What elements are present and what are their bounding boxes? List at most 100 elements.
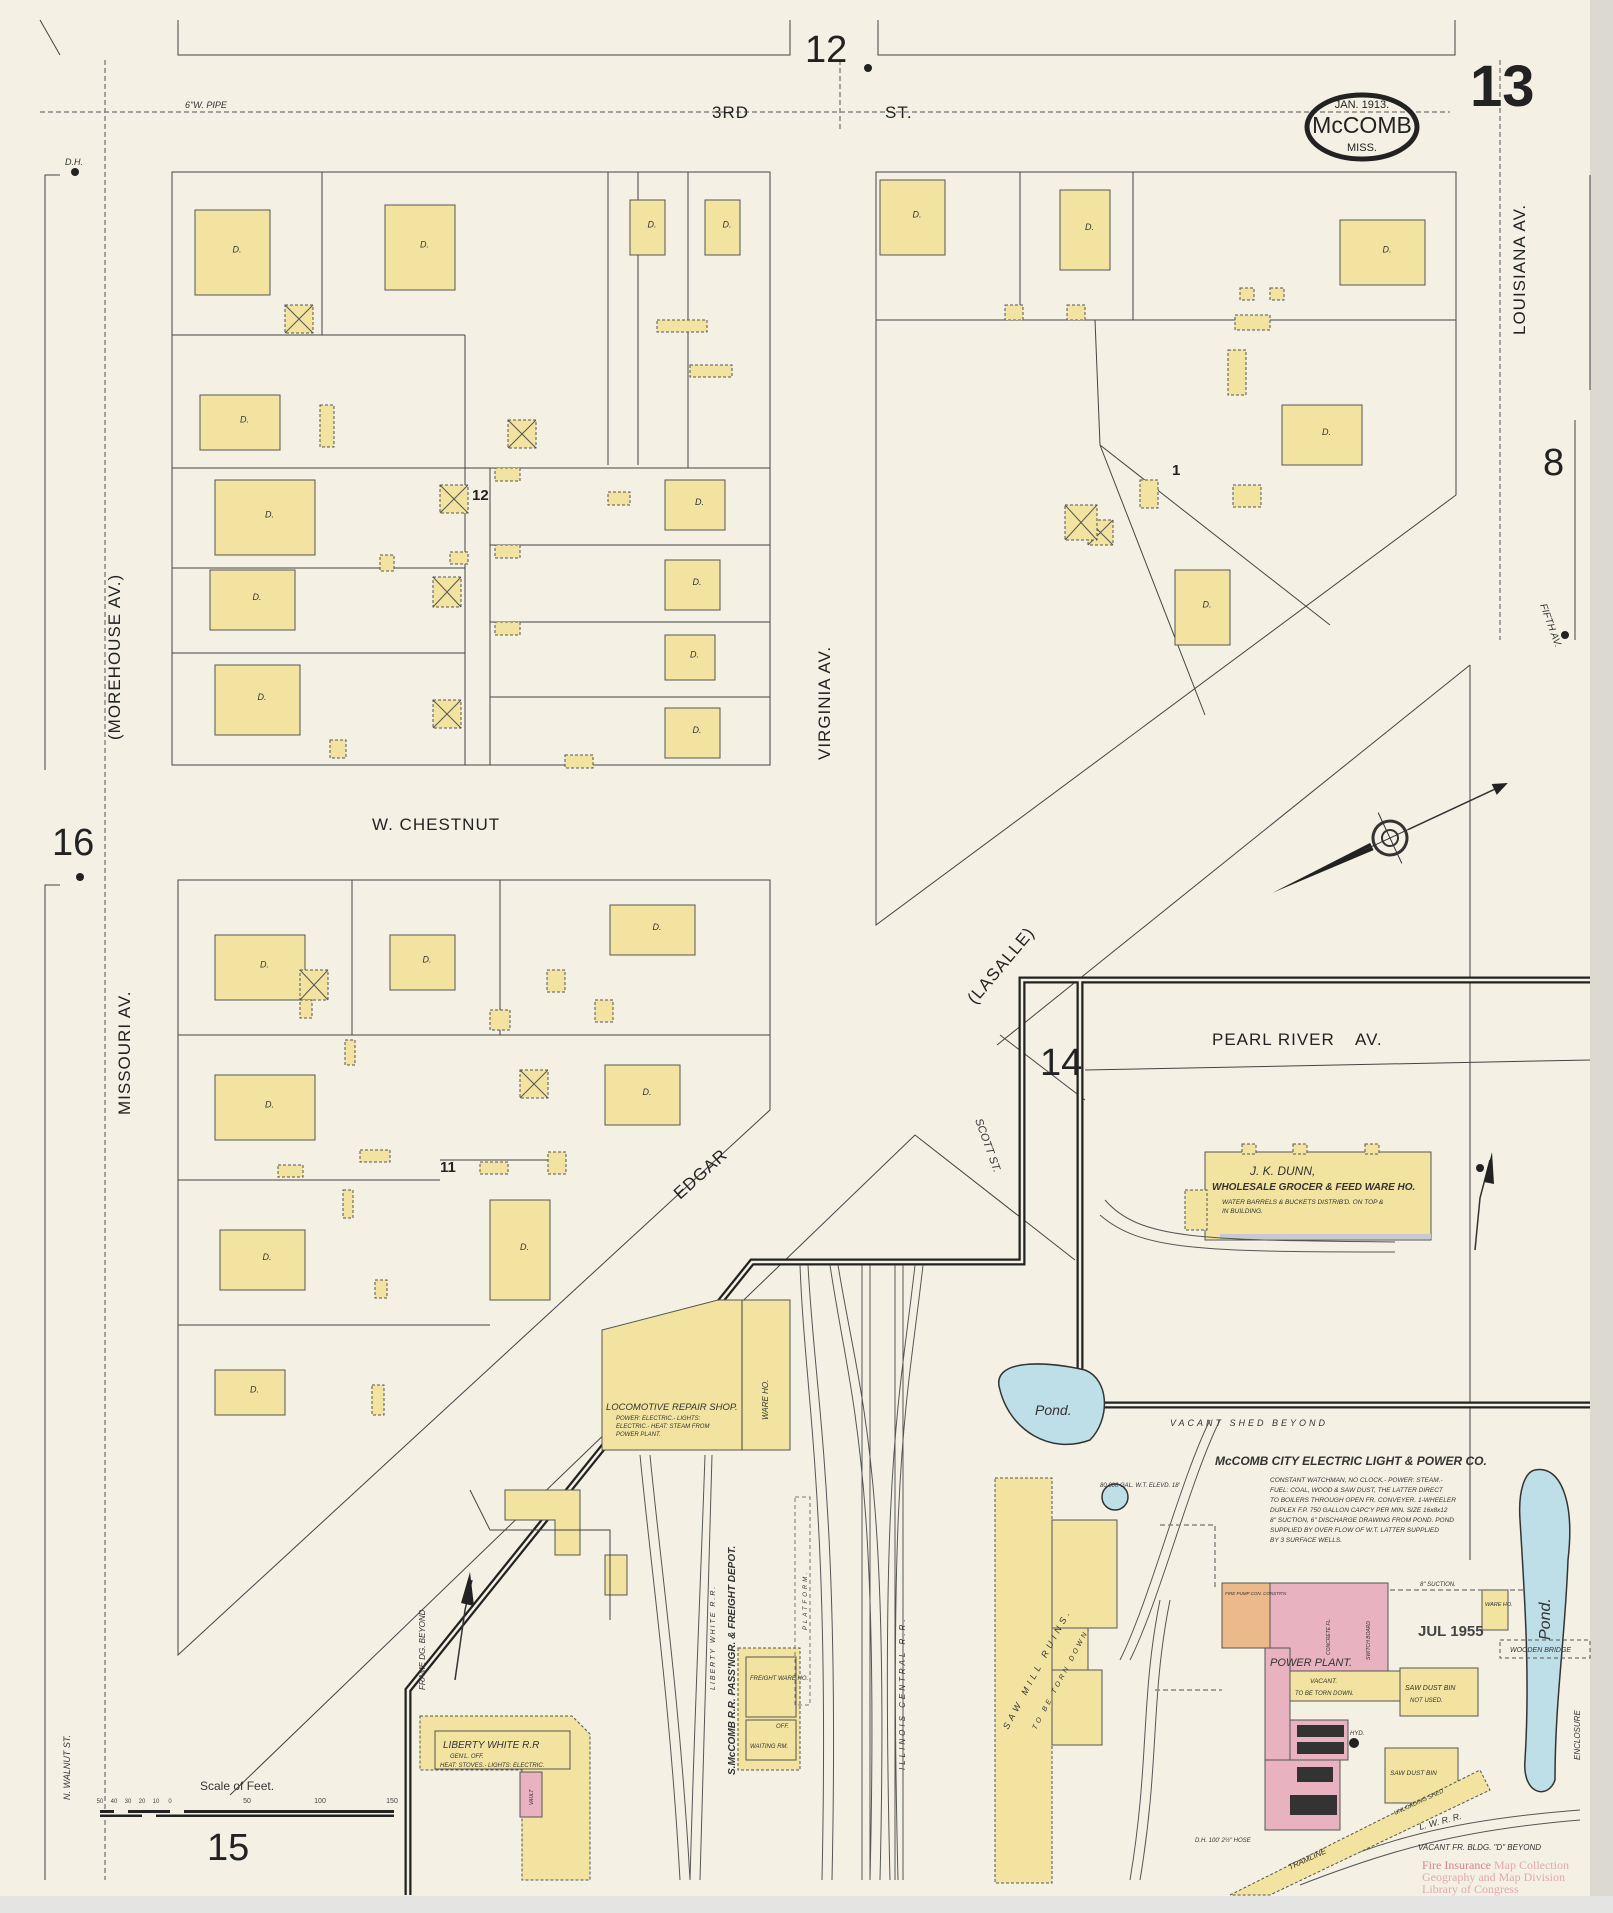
- saw-mill-ruins: [994, 1477, 1118, 1884]
- dwelling-label: D.: [913, 210, 922, 220]
- rail-tracks: [639, 1264, 1581, 1886]
- outbuilding: [449, 551, 469, 565]
- locomotive-note3: POWER PLANT.: [616, 1432, 661, 1438]
- scott-st-edge: [999, 1034, 1086, 1101]
- outbuilding: [656, 319, 708, 333]
- pond-east: [1518, 1468, 1571, 1793]
- edgar-lower-edge: [229, 1134, 1076, 1796]
- scale-tick: 30: [125, 1799, 132, 1805]
- street-n-walnut: N. WALNUT ST.: [62, 1735, 72, 1800]
- block-number-1: 1: [1172, 462, 1180, 479]
- adjoining-block-edges: [44, 174, 1591, 1880]
- dwelling: [199, 394, 281, 451]
- dwelling: [704, 199, 741, 256]
- adjoining-sheet-15: 15: [207, 1827, 249, 1869]
- library-stamp: JUL 1955: [1418, 1623, 1484, 1640]
- wooden-bridge: [1499, 1639, 1591, 1659]
- pond-west: [997, 1363, 1106, 1446]
- dwelling: [219, 1229, 306, 1291]
- power-plant-label: POWER PLANT.: [1270, 1657, 1352, 1669]
- outbuilding-c: [604, 1554, 628, 1596]
- power-co-notes: CONSTANT WATCHMAN, NO CLOCK.- POWER: STE…: [1270, 1477, 1456, 1544]
- power-co-note: 8" SUCTION, 6" DISCHARGE DRAWING FROM PO…: [1270, 1517, 1454, 1524]
- tank-label: 80,000 GAL. W.T. ELEVD. 18': [1100, 1483, 1181, 1489]
- outbuilding: [1004, 304, 1024, 321]
- liberty-white-name: LIBERTY WHITE R.R: [443, 1740, 539, 1751]
- power-co-note: SUPPLIED BY OVER FLOW OF W.T. LATTER SUP…: [1270, 1527, 1439, 1534]
- street-virginia: VIRGINIA AV.: [815, 646, 834, 760]
- dwelling: [389, 934, 456, 991]
- street-3rd: 3RD: [712, 103, 749, 122]
- outbuilding: [1269, 287, 1285, 301]
- dwelling-a: [504, 1489, 581, 1556]
- credit-line2: Geography and Map Division: [1422, 1870, 1565, 1884]
- outbuilding: [494, 544, 521, 559]
- suction-label: 8" SUCTION.: [1420, 1582, 1456, 1588]
- outbuilding: [564, 754, 594, 769]
- adjoining-sheet-12: 12: [805, 29, 847, 71]
- pearl-river-edge: [1084, 1059, 1591, 1071]
- power-co-note: CONSTANT WATCHMAN, NO CLOCK.- POWER: STE…: [1270, 1477, 1443, 1484]
- dwelling: [384, 204, 456, 291]
- jk-dunn-note2: IN BUILDING.: [1222, 1208, 1263, 1215]
- dwelling: [194, 209, 271, 296]
- dwelling-label: D.: [240, 415, 249, 425]
- dwelling: [1281, 404, 1363, 466]
- scale-tick: 40: [111, 1799, 118, 1805]
- outbuilding: [319, 404, 335, 448]
- title-state: MISS.: [1347, 142, 1377, 154]
- outbuilding: [547, 1151, 567, 1175]
- dwelling: [664, 707, 721, 759]
- outbuilding: [342, 1189, 354, 1219]
- power-ware-label: WARE HO.: [1485, 1602, 1513, 1608]
- street-louisiana: LOUISIANA AV.: [1510, 204, 1529, 335]
- dwelling-label: D.: [420, 240, 429, 250]
- scale-tick: 20: [139, 1799, 146, 1805]
- jk-dunn-building: [1099, 1143, 1432, 1253]
- outbuilding: [344, 1039, 356, 1066]
- dwelling-label: D.: [423, 955, 432, 965]
- outbuilding: [546, 969, 566, 993]
- block-number-12: 12: [472, 487, 489, 504]
- dwelling: [214, 664, 301, 736]
- outbuilding: [607, 491, 631, 506]
- cross-mark: [1064, 504, 1098, 541]
- scale-bar: [100, 1810, 394, 1817]
- dwelling-label: D.: [723, 220, 732, 230]
- torn-down-label: TO BE TORN DOWN.: [1295, 1691, 1354, 1697]
- hydrant-icon: [76, 873, 84, 881]
- credit-line1a: Fire Insurance: [1422, 1858, 1491, 1872]
- dwelling-label: D.: [265, 1100, 274, 1110]
- dwelling: [214, 479, 316, 556]
- credit-line1b: Map Collection: [1490, 1858, 1569, 1872]
- dh-label: D.H.: [65, 157, 83, 167]
- dwelling-label: D.: [693, 725, 702, 735]
- outbuilding: [277, 1164, 304, 1178]
- dwelling-label: D.: [520, 1242, 529, 1252]
- lasalle-edge: [996, 664, 1471, 1046]
- dwelling: [1174, 569, 1231, 646]
- power-plant: [1221, 1582, 1509, 1896]
- corner-line: [39, 19, 61, 56]
- power-co-note: DUPLEX F.P. 750 GALLON CAPC'Y PER MIN. S…: [1270, 1507, 1448, 1514]
- street-pearl-river: PEARL RIVER: [1212, 1030, 1335, 1049]
- lot-lines: [469, 1489, 611, 1620]
- locomotive-repair-shop: [601, 1299, 791, 1451]
- street-w-chestnut: W. CHESTNUT: [372, 815, 500, 834]
- pipes-power: [1155, 1524, 1525, 1691]
- title-date: JAN. 1913.: [1335, 99, 1389, 111]
- dwelling: [1339, 219, 1426, 286]
- north-arrow: [454, 1152, 1494, 1681]
- dwelling: [609, 904, 696, 956]
- scale-tick: 100: [314, 1798, 326, 1805]
- liberty-white-building: [419, 1715, 591, 1881]
- dwelling: [1059, 189, 1111, 271]
- dwelling-label: D.: [253, 592, 262, 602]
- wooden-bridge-label: WOODEN BRIDGE: [1510, 1647, 1571, 1654]
- dwelling: [214, 934, 306, 1001]
- outbuilding: [1239, 287, 1255, 301]
- switchboard-label: SWITCH BOARD: [1366, 1621, 1372, 1660]
- title-oval: [1304, 92, 1420, 162]
